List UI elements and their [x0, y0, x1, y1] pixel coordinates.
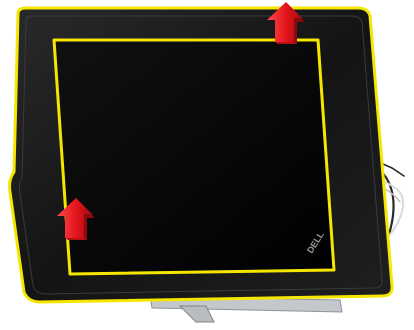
lcd-panel — [54, 40, 334, 274]
